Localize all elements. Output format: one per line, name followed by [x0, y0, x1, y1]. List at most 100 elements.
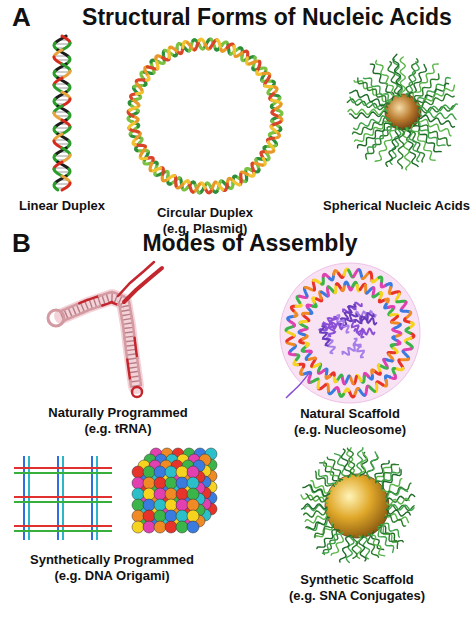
- base-pair: [54, 128, 69, 129]
- rna-backbone: [102, 302, 118, 306]
- dna-strand: [324, 461, 339, 483]
- origami-bead: [187, 499, 199, 511]
- dna-strand: [54, 134, 62, 141]
- dna-strand: [306, 494, 328, 502]
- origami-bead: [165, 510, 177, 522]
- dna-strand: [412, 126, 442, 152]
- base-pair: [72, 306, 76, 315]
- dna-strand: [400, 57, 405, 96]
- base-pair: [128, 367, 138, 368]
- dna-strand: [386, 488, 407, 498]
- caption: Synthetically Programmed (e.g. DNA Origa…: [23, 552, 201, 583]
- origami-bead: [176, 499, 188, 511]
- origami-bead: [176, 510, 188, 522]
- dna-strand: [406, 62, 419, 97]
- caption: Spherical Nucleic Acids: [323, 198, 470, 214]
- rna-backbone: [125, 339, 128, 360]
- origami-bead: [165, 477, 177, 489]
- dna-strand: [62, 71, 70, 78]
- origami-strand: [14, 496, 112, 498]
- origami-bead: [165, 499, 177, 511]
- dna-strand: [54, 50, 62, 57]
- dna-strand: [387, 505, 414, 511]
- dna-strand: [272, 111, 277, 116]
- histone-helix: [354, 339, 364, 357]
- dna-strand: [62, 155, 70, 162]
- dna-strand: [62, 148, 70, 155]
- dna-strand: [348, 109, 387, 114]
- section-title: Modes of Assembly: [142, 230, 357, 258]
- origami-bead: [187, 510, 199, 522]
- dna-strand: [350, 90, 389, 106]
- base-pair: [123, 323, 133, 325]
- linear-duplex: [54, 36, 70, 190]
- dna-strand: [54, 106, 62, 113]
- rna-backbone: [79, 296, 99, 303]
- base-pair: [98, 296, 101, 305]
- origami-bead: [176, 466, 188, 478]
- base-pair: [122, 318, 132, 320]
- base-pair: [106, 294, 109, 303]
- origami-bead: [154, 466, 166, 478]
- caption: Natural Scaffold (e.g. Nucleosome): [292, 406, 408, 437]
- dna-strand: [130, 104, 138, 111]
- rna-backbone: [122, 319, 125, 339]
- dna-strand: [315, 524, 333, 537]
- origami-bead: [176, 488, 188, 500]
- dna-strand: [419, 104, 457, 112]
- origami-bead: [143, 477, 155, 489]
- base-pair: [130, 381, 140, 382]
- dna-strand: [359, 452, 367, 476]
- origami-strand: [14, 467, 112, 469]
- rna-backbone: [127, 359, 130, 380]
- origami-bead: [132, 521, 144, 533]
- base-pair: [68, 308, 72, 317]
- histone-tail: [286, 372, 310, 398]
- base-pair: [128, 363, 138, 364]
- dna-strand: [54, 169, 62, 176]
- origami-bead: [154, 499, 166, 511]
- circular-duplex: [128, 39, 282, 193]
- dna-strand: [387, 494, 415, 502]
- base-pair: [54, 184, 69, 185]
- dna-strand: [387, 498, 409, 505]
- dna-strand: [387, 505, 414, 511]
- histone-helix: [323, 323, 343, 330]
- base-pair: [124, 336, 134, 337]
- origami-bead: [143, 466, 155, 478]
- base-pair: [124, 332, 134, 333]
- base-pair: [89, 299, 92, 308]
- dna-origami-cube: [132, 448, 217, 533]
- rna-backbone: [129, 380, 132, 386]
- origami-strand: [14, 472, 112, 474]
- base-pair: [129, 371, 139, 372]
- dna-strand: [368, 534, 379, 557]
- origami-bead: [187, 477, 199, 489]
- acceptor-stem: [118, 262, 154, 296]
- base-pair: [127, 358, 137, 359]
- origami-bead: [165, 521, 177, 533]
- dna-strand: [375, 461, 389, 483]
- trna-structure: [48, 262, 162, 397]
- dna-strand: [62, 176, 70, 183]
- origami-bead: [165, 466, 177, 478]
- base-pair: [54, 156, 69, 157]
- base-pair: [111, 292, 113, 302]
- origami-bead: [176, 477, 188, 489]
- dna-strand: [393, 59, 402, 96]
- base-pair: [130, 376, 140, 377]
- base-pair: [76, 304, 80, 313]
- dna-strand: [372, 531, 384, 550]
- base-pair: [54, 72, 69, 73]
- base-pair: [81, 303, 85, 312]
- origami-strand: [14, 525, 112, 527]
- d-loop: [48, 310, 64, 326]
- panel-letter: A: [12, 2, 31, 33]
- rna-backbone: [132, 317, 135, 338]
- base-pair: [125, 341, 135, 342]
- dna-strand: [387, 509, 410, 515]
- origami-bead: [132, 488, 144, 500]
- spherical-nucleic-acid: [347, 54, 457, 170]
- dna-strand: [386, 483, 411, 498]
- origami-bead: [143, 499, 155, 511]
